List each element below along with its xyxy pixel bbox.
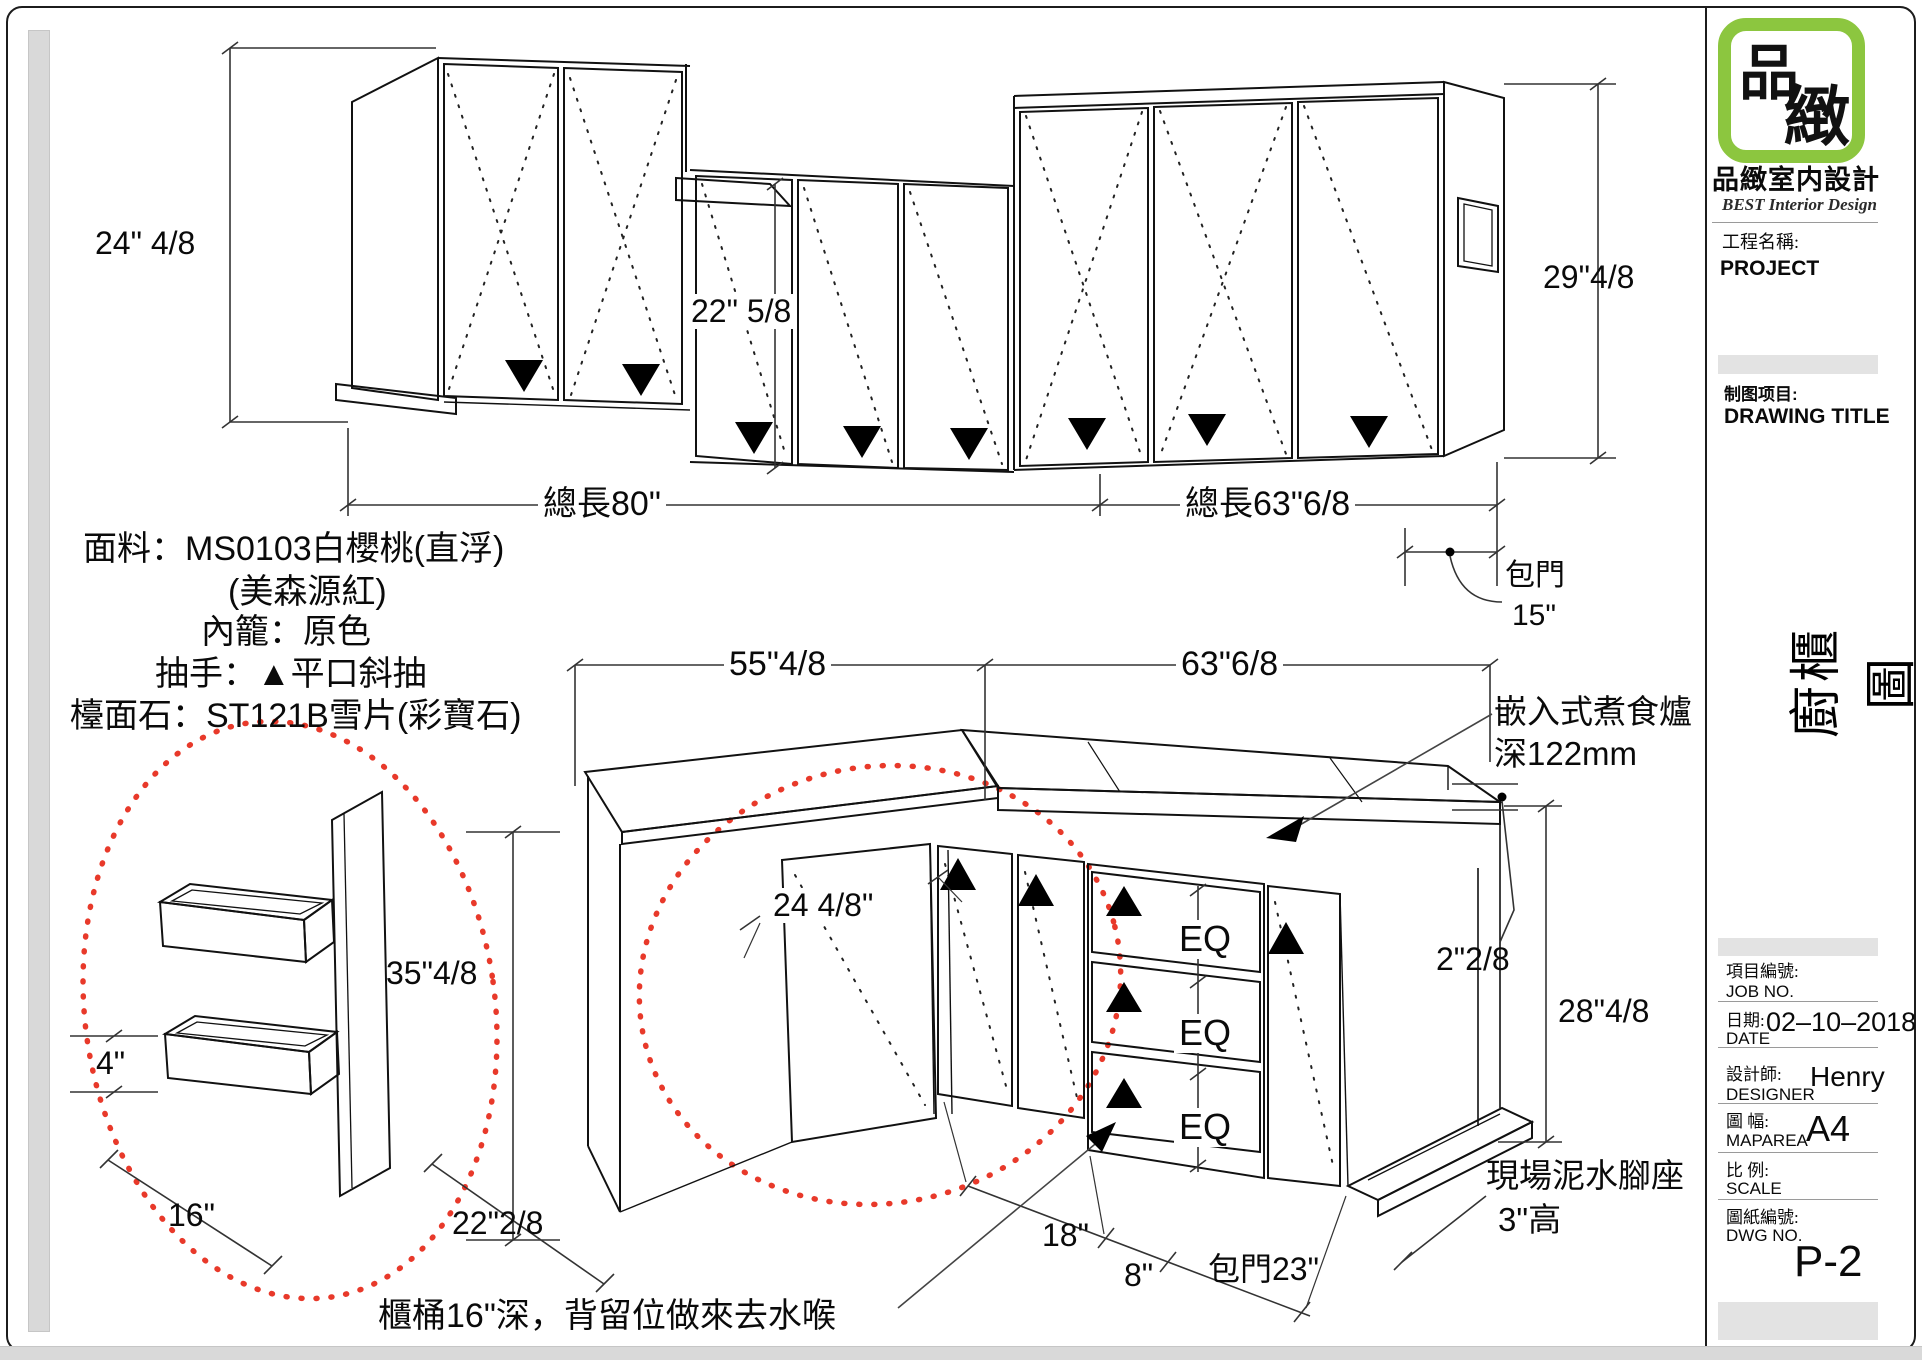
- company-name-en: BEST Interior Design: [1722, 195, 1877, 214]
- dim-tray-depth: 16": [168, 1197, 215, 1233]
- designer-value: Henry: [1810, 1061, 1885, 1092]
- job-no-label-en: JOB NO.: [1726, 982, 1795, 1001]
- site-base-note-line1: 現場泥水腳座: [1486, 1157, 1684, 1194]
- lower-door-dotted-pattern: [794, 863, 1335, 1171]
- top-elevation-drawing: [335, 56, 1505, 473]
- field-separator-4: [1718, 1152, 1878, 1153]
- field-separator-1: [1718, 1001, 1878, 1002]
- dwg-no-label-cn: 圖紙編號:: [1726, 1208, 1799, 1227]
- bottom-isometric-drawing: [157, 728, 1535, 1218]
- dwg-no-label-en: DWG NO.: [1726, 1226, 1803, 1245]
- titleblock-divider: [1705, 8, 1707, 1352]
- date-label-cn: 日期:: [1726, 1011, 1765, 1030]
- dim-tray-height: 4": [96, 1045, 126, 1081]
- wrap-door-value: 15": [1512, 599, 1557, 632]
- maparea-label-cn: 圖 幅:: [1726, 1112, 1769, 1131]
- titleblock-graybar-3: [1718, 1302, 1878, 1340]
- company-logo: 品 緻: [1718, 18, 1865, 163]
- logo-char-bottom: 緻: [1784, 80, 1850, 154]
- site-base-note-line2: 3"高: [1498, 1201, 1562, 1238]
- dim-bottom-top-right: 63"6/8: [1176, 646, 1284, 683]
- field-separator-5: [1718, 1199, 1878, 1200]
- dim-right-height-bottom: 28"4/8: [1558, 993, 1650, 1029]
- cabinet-depth-note: 櫃桶16"深，背留位做來去水喉: [378, 1297, 836, 1335]
- date-value: 02–10–2018: [1766, 1007, 1917, 1037]
- drawing-title-label: 制图项目:: [1724, 385, 1798, 404]
- drawing-title-value: DRAWING TITLE: [1724, 405, 1890, 428]
- designer-label-cn: 設計師:: [1726, 1065, 1782, 1084]
- dim-eq-2: EQ: [1174, 1013, 1237, 1053]
- titleblock-graybar-1: [1718, 355, 1878, 374]
- wrap-door-bottom-label: 包門23": [1208, 1251, 1319, 1287]
- job-no-label-cn: 項目編號:: [1726, 962, 1799, 981]
- maparea-value: A4: [1806, 1108, 1851, 1149]
- dim-counter-edge: 2"2/8: [1436, 941, 1510, 977]
- material-note-line2: (美森源紅): [228, 573, 387, 611]
- material-note-line3: 內籠：原色: [201, 613, 371, 651]
- dim-mid-height: 22" 5/8: [686, 294, 797, 329]
- titleblock-separator: [1712, 222, 1878, 223]
- scale-label-en: SCALE: [1726, 1179, 1782, 1198]
- dim-right-height: 29"4/8: [1543, 259, 1635, 295]
- field-separator-2: [1718, 1047, 1878, 1048]
- cooktop-note-line2: 深122mm: [1494, 735, 1638, 772]
- material-note-line5: 檯面石：ST121B雪片(彩寶石): [70, 697, 522, 735]
- titleblock-graybar-2: [1718, 938, 1878, 956]
- dim-left-depth: 22"2/8: [452, 1205, 544, 1241]
- dim-eq-3: EQ: [1174, 1107, 1237, 1147]
- material-note-line1: 面料：MS0103白櫻桃(直浮): [83, 530, 505, 568]
- date-label-en: DATE: [1726, 1029, 1771, 1048]
- dim-panel-width: 24 4/8": [768, 888, 879, 923]
- dim-bottom-top-left: 55"4/8: [724, 646, 832, 683]
- wrap-door-label: 包門: [1505, 559, 1565, 592]
- dim-left-height: 24" 4/8: [95, 225, 196, 261]
- designer-label-en: DESIGNER: [1726, 1085, 1815, 1104]
- project-label: 工程名稱:: [1722, 232, 1800, 252]
- maparea-label-en: MAPAREA: [1726, 1131, 1808, 1150]
- dim-eq-1: EQ: [1174, 919, 1237, 959]
- logo-char-top: 品: [1739, 40, 1799, 107]
- red-detail-circles: [80, 718, 1124, 1302]
- sheet-side-title: 廚櫃圖: [1788, 626, 1921, 739]
- dim-gap: 8": [1124, 1257, 1154, 1293]
- material-note-line4: 抽手：▲平口斜抽: [155, 655, 427, 693]
- scale-label-cn: 比 例:: [1726, 1161, 1769, 1180]
- field-separator-3: [1718, 1103, 1878, 1104]
- vertical-scrollbar[interactable]: [28, 30, 50, 1332]
- company-name-cn: 品緻室内設計: [1712, 165, 1880, 195]
- horizontal-scrollbar[interactable]: [0, 1346, 1922, 1360]
- pull-triangle-icons-top: [505, 360, 1388, 460]
- project-value: PROJECT: [1720, 257, 1820, 280]
- dim-total-left: 總長80": [538, 486, 666, 523]
- sheet-border: [6, 6, 1916, 1352]
- dim-drawer-width: 18": [1042, 1217, 1089, 1253]
- dim-total-right: 總長63"6/8: [1180, 486, 1356, 523]
- leader-arrows: [897, 713, 1493, 1309]
- dwg-no-value: P-2: [1794, 1237, 1863, 1286]
- cooktop-note-line1: 嵌入式煮食爐: [1494, 693, 1692, 730]
- dim-unit-height: 35"4/8: [386, 955, 478, 991]
- pull-triangle-icons-bottom: [940, 858, 1304, 1108]
